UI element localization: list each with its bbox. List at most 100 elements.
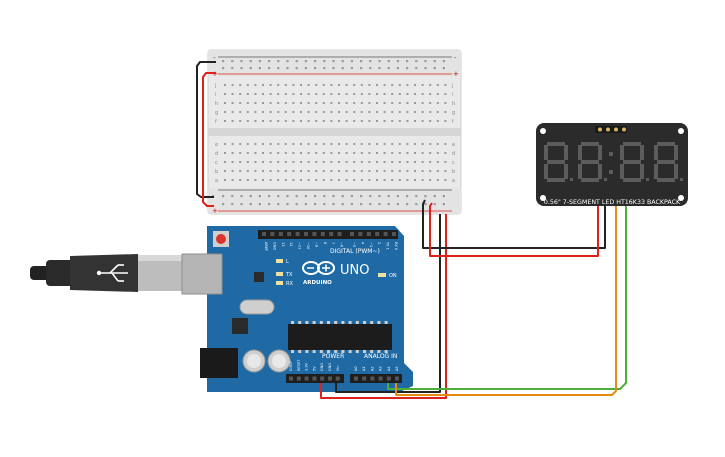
rail-hole[interactable]	[295, 60, 298, 63]
terminal-hole[interactable]	[315, 111, 318, 113]
terminal-hole[interactable]	[292, 170, 295, 172]
terminal-hole[interactable]	[277, 179, 280, 181]
terminal-hole[interactable]	[398, 93, 401, 95]
terminal-hole[interactable]	[429, 179, 432, 181]
rail-hole[interactable]	[406, 195, 409, 198]
terminal-hole[interactable]	[383, 179, 386, 181]
display-pin[interactable]	[622, 127, 626, 132]
terminal-hole[interactable]	[360, 102, 363, 104]
terminal-hole[interactable]	[231, 93, 234, 95]
rail-hole[interactable]	[350, 60, 353, 63]
terminal-hole[interactable]	[269, 179, 272, 181]
rail-hole[interactable]	[387, 60, 390, 63]
terminal-hole[interactable]	[406, 102, 409, 104]
terminal-hole[interactable]	[398, 102, 401, 104]
terminal-hole[interactable]	[224, 179, 226, 181]
terminal-hole[interactable]	[277, 102, 280, 104]
rail-hole[interactable]	[332, 67, 335, 70]
analog-pin[interactable]	[395, 376, 399, 381]
power-pin[interactable]	[335, 376, 340, 381]
terminal-hole[interactable]	[284, 170, 287, 172]
terminal-hole[interactable]	[391, 143, 394, 145]
rail-hole[interactable]	[360, 203, 363, 206]
terminal-hole[interactable]	[414, 143, 416, 145]
terminal-hole[interactable]	[330, 143, 333, 145]
analog-pin[interactable]	[386, 376, 391, 381]
terminal-hole[interactable]	[383, 102, 386, 104]
terminal-hole[interactable]	[269, 120, 272, 122]
terminal-hole[interactable]	[307, 111, 310, 113]
terminal-hole[interactable]	[376, 111, 378, 113]
terminal-hole[interactable]	[239, 152, 242, 154]
rail-hole[interactable]	[323, 60, 326, 63]
terminal-hole[interactable]	[246, 143, 249, 145]
terminal-hole[interactable]	[383, 120, 386, 122]
terminal-hole[interactable]	[292, 120, 295, 122]
terminal-hole[interactable]	[345, 161, 348, 163]
terminal-hole[interactable]	[254, 84, 257, 86]
terminal-hole[interactable]	[444, 84, 447, 86]
rail-hole[interactable]	[240, 195, 243, 198]
rail-hole[interactable]	[360, 67, 363, 70]
terminal-hole[interactable]	[353, 93, 356, 95]
terminal-hole[interactable]	[307, 120, 310, 122]
terminal-hole[interactable]	[269, 152, 272, 154]
terminal-hole[interactable]	[360, 143, 363, 145]
terminal-hole[interactable]	[300, 143, 302, 145]
digital-pin[interactable]	[262, 232, 266, 236]
digital-pin[interactable]	[383, 232, 388, 236]
wire-black-display-gnd[interactable]	[422, 199, 606, 249]
terminal-hole[interactable]	[429, 120, 432, 122]
terminal-hole[interactable]	[376, 120, 378, 122]
rail-hole[interactable]	[268, 60, 271, 63]
terminal-hole[interactable]	[391, 111, 394, 113]
terminal-hole[interactable]	[300, 120, 302, 122]
terminal-hole[interactable]	[231, 179, 234, 181]
terminal-hole[interactable]	[322, 102, 325, 104]
rail-hole[interactable]	[360, 60, 363, 63]
rail-hole[interactable]	[387, 67, 390, 70]
digital-pin[interactable]	[358, 232, 363, 236]
terminal-hole[interactable]	[254, 179, 257, 181]
terminal-hole[interactable]	[262, 84, 264, 86]
terminal-hole[interactable]	[322, 179, 325, 181]
terminal-hole[interactable]	[368, 102, 371, 104]
terminal-hole[interactable]	[345, 170, 348, 172]
terminal-hole[interactable]	[239, 143, 242, 145]
terminal-hole[interactable]	[269, 93, 272, 95]
terminal-hole[interactable]	[429, 143, 432, 145]
terminal-hole[interactable]	[429, 161, 432, 163]
terminal-hole[interactable]	[368, 179, 371, 181]
rail-hole[interactable]	[222, 60, 225, 63]
digital-pin[interactable]	[392, 232, 396, 236]
terminal-hole[interactable]	[277, 111, 280, 113]
terminal-hole[interactable]	[269, 102, 272, 104]
terminal-hole[interactable]	[360, 179, 363, 181]
rail-hole[interactable]	[258, 60, 261, 63]
terminal-hole[interactable]	[307, 93, 310, 95]
rail-hole[interactable]	[350, 67, 353, 70]
analog-pin[interactable]	[370, 376, 375, 381]
terminal-hole[interactable]	[315, 170, 318, 172]
terminal-hole[interactable]	[246, 111, 249, 113]
power-pin[interactable]	[289, 376, 293, 381]
terminal-hole[interactable]	[239, 111, 242, 113]
rail-hole[interactable]	[249, 203, 252, 206]
terminal-hole[interactable]	[436, 102, 439, 104]
terminal-hole[interactable]	[277, 152, 280, 154]
terminal-hole[interactable]	[353, 143, 356, 145]
terminal-hole[interactable]	[315, 84, 318, 86]
rail-hole[interactable]	[396, 203, 399, 206]
terminal-hole[interactable]	[231, 152, 234, 154]
terminal-hole[interactable]	[254, 143, 257, 145]
terminal-hole[interactable]	[436, 111, 439, 113]
terminal-hole[interactable]	[406, 170, 409, 172]
terminal-hole[interactable]	[345, 179, 348, 181]
rail-hole[interactable]	[304, 67, 307, 70]
terminal-hole[interactable]	[436, 84, 439, 86]
terminal-hole[interactable]	[277, 120, 280, 122]
display-pin[interactable]	[606, 127, 610, 132]
terminal-hole[interactable]	[383, 93, 386, 95]
rail-hole[interactable]	[415, 195, 418, 198]
display-pin[interactable]	[598, 127, 602, 132]
